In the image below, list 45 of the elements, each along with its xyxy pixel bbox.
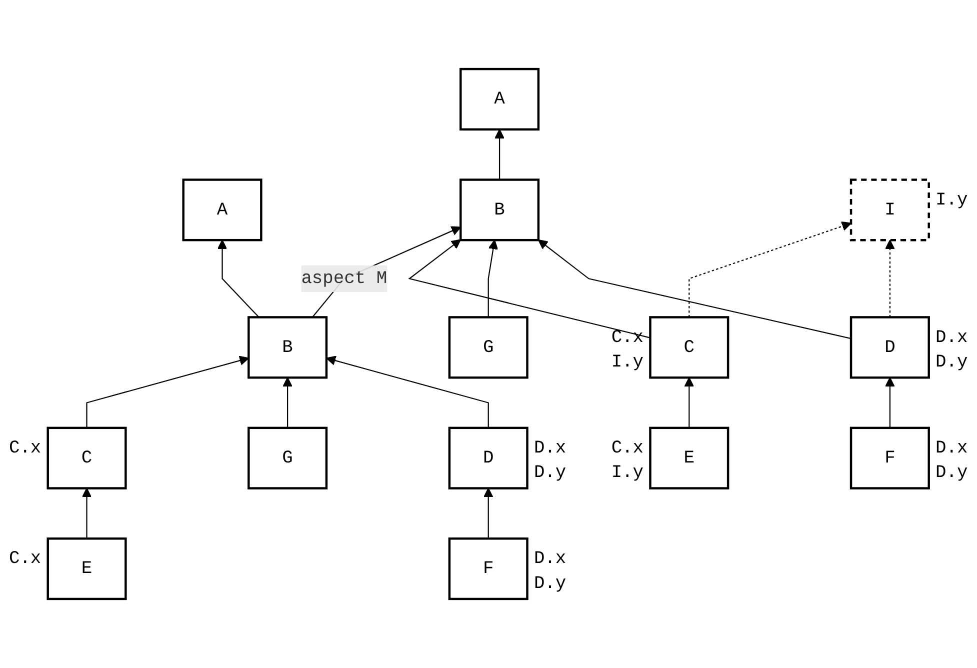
arrow — [282, 377, 292, 428]
node-box — [46, 537, 127, 600]
arrow — [688, 221, 852, 318]
attribute-label: D.y — [936, 463, 968, 484]
attribute-label: D.x — [534, 549, 566, 570]
attribute-label: I.y — [611, 352, 644, 372]
attribute-label: C.x — [8, 438, 42, 458]
attribute-label: I.y — [936, 190, 968, 210]
arrow — [217, 240, 260, 318]
node-box — [448, 316, 528, 379]
node-box — [460, 68, 540, 131]
attribute-label: C.x — [611, 328, 644, 348]
attribute-label: D.y — [534, 574, 566, 594]
arrow — [326, 356, 489, 428]
arrow — [483, 488, 494, 539]
attribute-label: I.y — [611, 463, 644, 484]
attribute-label: D.x — [534, 438, 566, 458]
attribute-label: D.x — [936, 438, 968, 458]
node-box — [182, 178, 262, 242]
node-box — [649, 426, 730, 490]
arrow — [488, 240, 498, 318]
attribute-label: D.y — [534, 463, 566, 484]
node-box — [248, 426, 328, 490]
node-box — [448, 426, 528, 490]
attribute-label: C.x — [611, 438, 644, 458]
arrow — [82, 488, 92, 539]
edge-label: aspect M — [301, 268, 388, 289]
attribute-label: C.x — [8, 549, 42, 570]
node-box — [850, 316, 930, 379]
node-box — [460, 178, 540, 242]
arrow — [684, 377, 694, 428]
arrow — [885, 377, 895, 428]
node-box — [448, 537, 528, 600]
attribute-label: D.y — [936, 352, 968, 372]
arrow — [538, 239, 852, 340]
node-box — [850, 178, 930, 242]
attribute-label: D.x — [936, 328, 968, 348]
arrow — [494, 128, 504, 180]
arrow — [408, 239, 650, 338]
node-box — [850, 426, 930, 490]
node-box — [649, 316, 730, 379]
node-box — [248, 316, 328, 379]
arrow — [885, 240, 895, 318]
arrow — [86, 356, 250, 428]
node-box — [46, 426, 127, 490]
